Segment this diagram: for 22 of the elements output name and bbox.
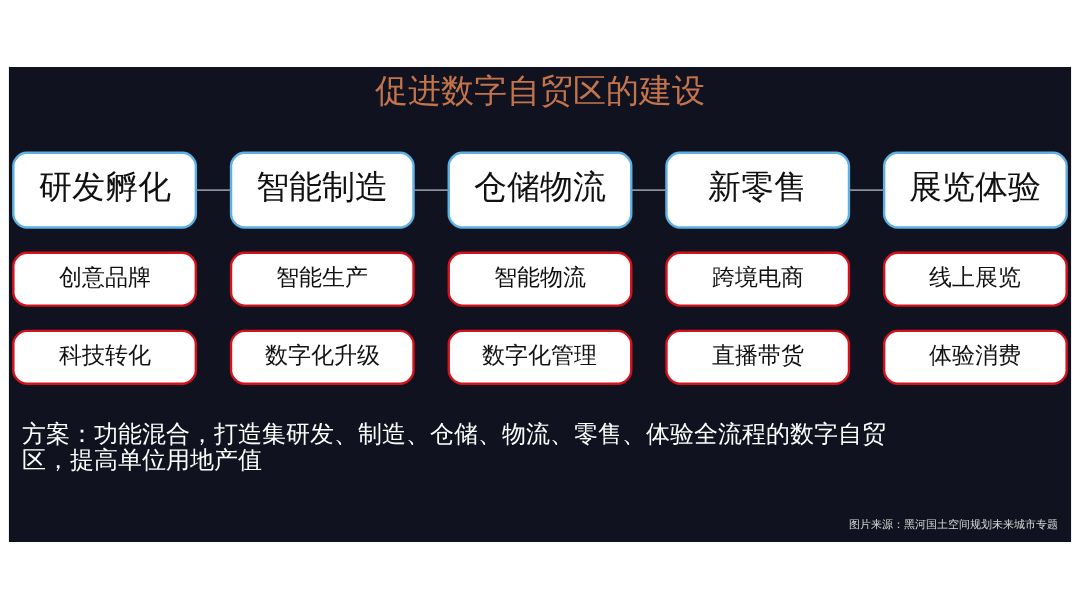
connector — [848, 188, 886, 191]
node-box: 数字化升级 — [229, 329, 415, 385]
label: 方案：功能混合，打造集研发、制造、仓储、物流、零售、体验全流程的数字自贸区，提高单位用地产值 — [22, 419, 887, 474]
connector — [412, 188, 450, 191]
node-box: 仓储物流 — [447, 151, 633, 229]
connector — [195, 188, 232, 191]
node-box: 跨境电商 — [665, 251, 851, 307]
node-box: 新零售 — [665, 151, 851, 229]
node-box: 创意品牌 — [12, 251, 198, 307]
node-box: 体验消费 — [882, 329, 1068, 385]
label: 图片来源：黑河国土空间规划未来城市专题 — [848, 517, 1058, 531]
node-box: 智能物流 — [447, 251, 633, 307]
node-box: 智能制造 — [229, 151, 415, 229]
node-box: 智能生产 — [229, 251, 415, 307]
connector — [630, 188, 668, 191]
node-box: 研发孵化 — [12, 151, 198, 229]
node-box: 线上展览 — [882, 251, 1068, 307]
node-box: 展览体验 — [882, 151, 1068, 229]
node-box: 直播带货 — [665, 329, 851, 385]
diagram-title: 促进数字自贸区的建设 — [375, 70, 705, 110]
node-box: 科技转化 — [12, 329, 198, 385]
node-box: 数字化管理 — [447, 329, 633, 385]
